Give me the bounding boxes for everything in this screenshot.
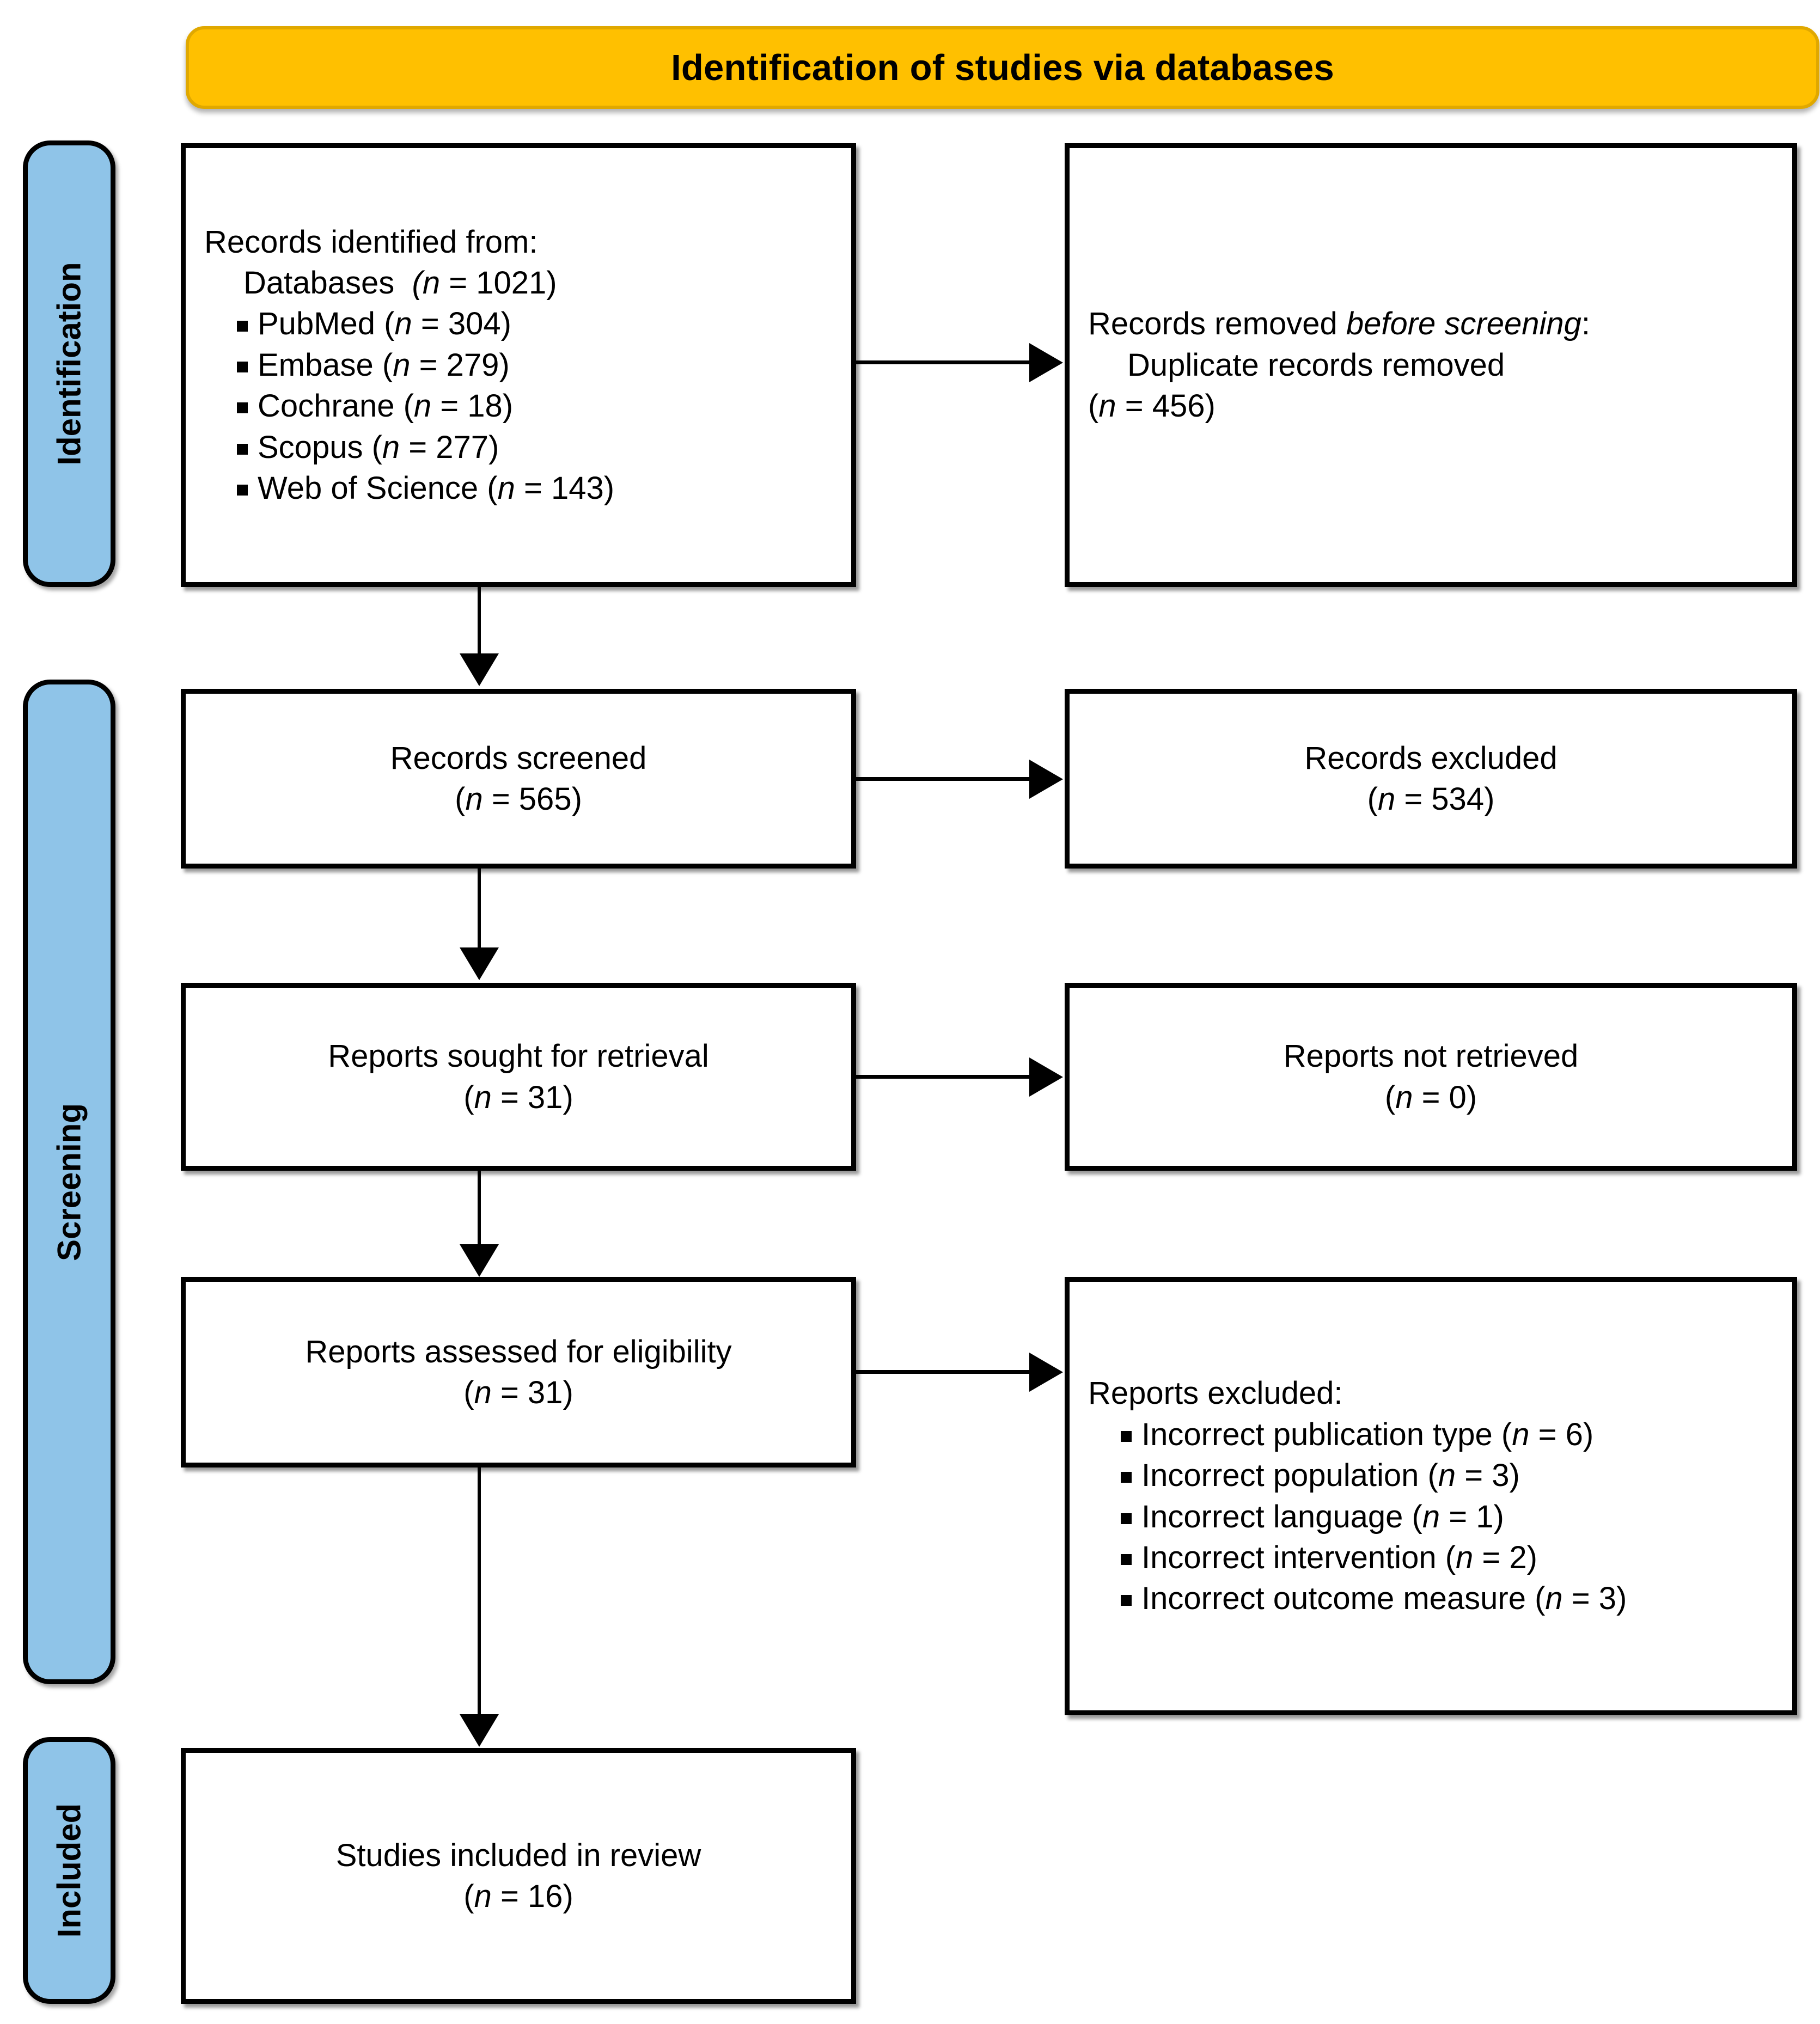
exclusion-reason-name: Incorrect publication type bbox=[1141, 1416, 1493, 1452]
records-excluded-label: Records excluded bbox=[1304, 740, 1558, 776]
box-studies-included-in-review: Studies included in review (n = 16) bbox=[181, 1748, 856, 2004]
source-item-pubmed: PubMed (n = 304) bbox=[204, 303, 833, 344]
arrowhead-screened-to-sought bbox=[460, 947, 499, 980]
arrowhead-sought-to-assessed bbox=[460, 1244, 499, 1277]
bullet-square-icon bbox=[237, 402, 248, 414]
connector-identified-to-screened bbox=[478, 587, 481, 657]
records-screened-label: Records screened bbox=[390, 740, 647, 776]
source-item-web-of-science: Web of Science (n = 143) bbox=[204, 468, 833, 509]
bullet-square-icon bbox=[1121, 1595, 1132, 1606]
source-name-embase: Embase bbox=[258, 347, 374, 383]
bullet-square-icon bbox=[237, 485, 248, 496]
studies-included-label: Studies included in review bbox=[335, 1837, 701, 1873]
bullet-square-icon bbox=[1121, 1430, 1132, 1442]
source-name-web-of-science: Web of Science bbox=[258, 470, 479, 506]
records-removed-heading: Records removed before screening: bbox=[1088, 303, 1774, 344]
records-screened-count: (n = 565) bbox=[455, 781, 582, 817]
reports-not-retrieved-label: Reports not retrieved bbox=[1283, 1038, 1579, 1074]
arrowhead-assessed-to-included bbox=[460, 1714, 499, 1747]
exclusion-reason-language: Incorrect language (n = 1) bbox=[1088, 1496, 1774, 1537]
exclusion-reason-name: Incorrect language bbox=[1141, 1499, 1403, 1534]
box-records-excluded: Records excluded (n = 534) bbox=[1065, 689, 1797, 869]
box-reports-excluded: Reports excluded: Incorrect publication … bbox=[1065, 1277, 1797, 1715]
records-identified-databases-line: Databases (n = 1021) bbox=[243, 265, 557, 301]
reports-excluded-heading: Reports excluded: bbox=[1088, 1375, 1343, 1411]
source-item-cochrane: Cochrane (n = 18) bbox=[204, 386, 833, 426]
connector-sought-to-not-retrieved bbox=[856, 1075, 1030, 1079]
arrowhead-screened-to-excluded bbox=[1029, 760, 1063, 799]
stage-sidebar-included: Included bbox=[23, 1737, 115, 2004]
records-excluded-count: (n = 534) bbox=[1367, 781, 1495, 817]
box-reports-sought-for-retrieval: Reports sought for retrieval (n = 31) bbox=[181, 983, 856, 1171]
bullet-square-icon bbox=[1121, 1472, 1132, 1483]
connector-assessed-to-included bbox=[478, 1467, 481, 1718]
stage-label-included: Included bbox=[51, 1803, 88, 1938]
box-reports-not-retrieved: Reports not retrieved (n = 0) bbox=[1065, 983, 1797, 1171]
source-item-scopus: Scopus (n = 277) bbox=[204, 427, 833, 468]
databases-label: Databases bbox=[243, 265, 395, 301]
diagram-header-banner: Identification of studies via databases bbox=[186, 26, 1819, 109]
stage-label-identification: Identification bbox=[51, 262, 88, 466]
connector-sought-to-assessed bbox=[478, 1171, 481, 1247]
duplicate-records-removed-label: Duplicate records removed bbox=[1127, 347, 1505, 383]
box-records-screened: Records screened (n = 565) bbox=[181, 689, 856, 869]
duplicate-records-removed-count: (n = 456) bbox=[1088, 388, 1216, 424]
bullet-square-icon bbox=[237, 362, 248, 372]
source-item-embase: Embase (n = 279) bbox=[204, 345, 833, 386]
bullet-square-icon bbox=[237, 443, 248, 455]
exclusion-reason-name: Incorrect population bbox=[1141, 1458, 1419, 1494]
records-removed-italic: before screening bbox=[1346, 306, 1581, 342]
exclusion-reason-name: Incorrect intervention bbox=[1141, 1539, 1437, 1575]
connector-screened-to-sought bbox=[478, 869, 481, 950]
exclusion-reason-outcome-measure: Incorrect outcome measure (n = 3) bbox=[1088, 1578, 1774, 1619]
arrowhead-assessed-to-reports-excluded bbox=[1029, 1353, 1063, 1392]
reports-sought-label: Reports sought for retrieval bbox=[328, 1038, 709, 1074]
box-records-identified: Records identified from: Databases (n = … bbox=[181, 143, 856, 587]
stage-label-screening: Screening bbox=[51, 1103, 88, 1261]
exclusion-reason-population: Incorrect population (n = 3) bbox=[1088, 1455, 1774, 1496]
bullet-square-icon bbox=[1121, 1554, 1132, 1566]
bullet-square-icon bbox=[1121, 1513, 1132, 1524]
reports-assessed-label: Reports assessed for eligibility bbox=[305, 1334, 732, 1369]
studies-included-count: (n = 16) bbox=[463, 1879, 573, 1914]
records-removed-pre: Records removed bbox=[1088, 306, 1346, 342]
reports-sought-count: (n = 31) bbox=[463, 1079, 573, 1115]
connector-identified-to-removed bbox=[856, 360, 1030, 364]
connector-assessed-to-reports-excluded bbox=[856, 1370, 1030, 1374]
box-records-removed: Records removed before screening: Duplic… bbox=[1065, 143, 1797, 587]
banner-title: Identification of studies via databases bbox=[671, 47, 1334, 88]
box-reports-assessed-for-eligibility: Reports assessed for eligibility (n = 31… bbox=[181, 1277, 856, 1467]
source-name-pubmed: PubMed bbox=[258, 306, 376, 342]
reports-assessed-count: (n = 31) bbox=[463, 1375, 573, 1410]
exclusion-reason-publication-type: Incorrect publication type (n = 6) bbox=[1088, 1414, 1774, 1455]
source-name-scopus: Scopus bbox=[258, 429, 363, 465]
arrowhead-identified-to-removed bbox=[1029, 343, 1063, 382]
stage-sidebar-identification: Identification bbox=[23, 140, 115, 587]
reports-not-retrieved-count: (n = 0) bbox=[1384, 1079, 1477, 1115]
arrowhead-sought-to-not-retrieved bbox=[1029, 1057, 1063, 1097]
records-identified-heading: Records identified from: bbox=[204, 224, 538, 260]
stage-sidebar-screening: Screening bbox=[23, 680, 115, 1684]
exclusion-reason-name: Incorrect outcome measure bbox=[1141, 1581, 1526, 1617]
arrowhead-identified-to-screened bbox=[460, 653, 499, 686]
bullet-square-icon bbox=[237, 320, 248, 332]
source-name-cochrane: Cochrane bbox=[258, 388, 395, 424]
connector-screened-to-excluded bbox=[856, 777, 1030, 781]
exclusion-reason-intervention: Incorrect intervention (n = 2) bbox=[1088, 1537, 1774, 1578]
records-removed-post: : bbox=[1581, 306, 1591, 342]
